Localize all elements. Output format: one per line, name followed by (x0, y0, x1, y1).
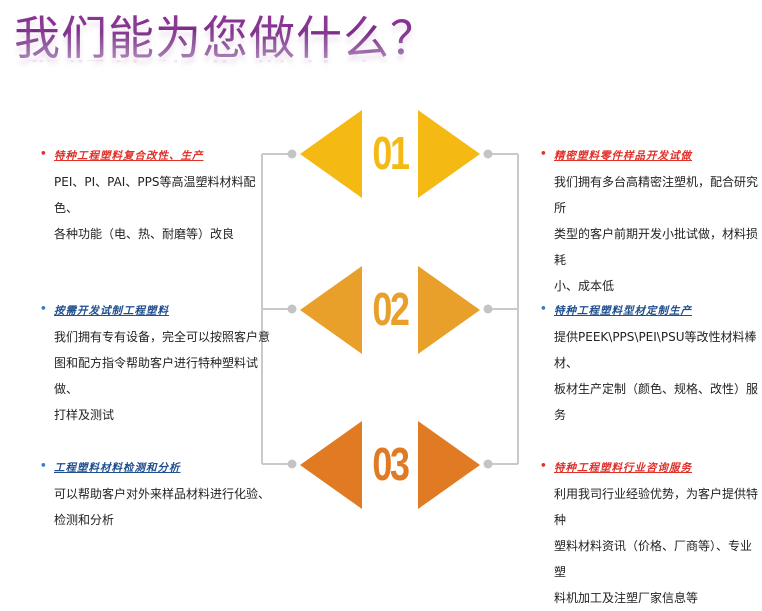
left-item-3-heading: •工程塑料材料检测和分析 (40, 460, 181, 474)
bullet-icon: • (540, 460, 548, 472)
text-line: 塑料材料资讯（价格、厂商等）、专业塑 (554, 539, 753, 579)
left-item-2-heading: •按需开发试制工程塑料 (40, 303, 169, 317)
left-item-1: •特种工程塑料复合改性、生产 PEI、PI、PAI、PPS等高温塑料材料配色、 … (40, 148, 270, 247)
connector-dot (483, 304, 493, 314)
left-item-1-heading: •特种工程塑料复合改性、生产 (40, 148, 204, 162)
left-item-2: •按需开发试制工程塑料 我们拥有专有设备，完全可以按照客户意 图和配方指令帮助客… (40, 303, 270, 428)
text-line: 提供PEEK\PPS\PEI\PSU等改性材料棒材、 (554, 330, 757, 370)
connector-dot (287, 149, 297, 159)
right-item-1: •精密塑料零件样品开发试做 我们拥有多台高精密注塑机，配合研究所 类型的客户前期… (540, 148, 762, 299)
text-line: 打样及测试 (54, 408, 115, 422)
bullet-icon: • (40, 303, 48, 315)
diamond-number-03: 03 (372, 438, 410, 490)
diamond-number-01: 01 (372, 127, 410, 179)
right-item-2: •特种工程塑料型材定制生产 提供PEEK\PPS\PEI\PSU等改性材料棒材、… (540, 303, 762, 428)
text-line: 我们拥有多台高精密注塑机，配合研究所 (554, 175, 759, 215)
text-line: 我们拥有专有设备，完全可以按照客户意 (54, 330, 271, 344)
left-item-2-body: 我们拥有专有设备，完全可以按照客户意 图和配方指令帮助客户进行特种塑料试做、 打… (40, 324, 270, 428)
bullet-icon: • (40, 460, 48, 472)
text-line: 图和配方指令帮助客户进行特种塑料试做、 (54, 356, 259, 396)
left-item-1-body: PEI、PI、PAI、PPS等高温塑料材料配色、 各种功能（电、热、耐磨等）改良 (40, 169, 270, 247)
connector-dot (287, 459, 297, 469)
left-item-3: •工程塑料材料检测和分析 可以帮助客户对外来样品材料进行化验、 检测和分析 (40, 460, 270, 533)
text-line: 可以帮助客户对外来样品材料进行化验、 (54, 487, 271, 501)
right-item-2-heading: •特种工程塑料型材定制生产 (540, 303, 692, 317)
right-item-1-body: 我们拥有多台高精密注塑机，配合研究所 类型的客户前期开发小批试做，材料损耗 小、… (540, 169, 762, 299)
connector-dot (483, 149, 493, 159)
text-line: 料机加工及注塑厂家信息等 (554, 591, 699, 605)
text-line: 检测和分析 (54, 513, 115, 527)
connector-dot (287, 304, 297, 314)
text-line: 利用我司行业经验优势，为客户提供特种 (554, 487, 759, 527)
diamond-number-02: 02 (372, 283, 410, 335)
right-item-1-heading: •精密塑料零件样品开发试做 (540, 148, 692, 162)
diamond-01 (300, 110, 480, 198)
right-item-3-heading: •特种工程塑料行业咨询服务 (540, 460, 692, 474)
connector-lines (261, 149, 519, 469)
diamond-03 (300, 421, 480, 509)
right-item-3: •特种工程塑料行业咨询服务 利用我司行业经验优势，为客户提供特种 塑料材料资讯（… (540, 460, 762, 611)
connector-dot (483, 459, 493, 469)
left-item-3-body: 可以帮助客户对外来样品材料进行化验、 检测和分析 (40, 481, 270, 533)
right-item-2-body: 提供PEEK\PPS\PEI\PSU等改性材料棒材、 板材生产定制（颜色、规格、… (540, 324, 762, 428)
text-line: 类型的客户前期开发小批试做，材料损耗 (554, 227, 759, 267)
bullet-icon: • (540, 148, 548, 160)
right-item-3-body: 利用我司行业经验优势，为客户提供特种 塑料材料资讯（价格、厂商等）、专业塑 料机… (540, 481, 762, 611)
page-title: 我们能为您做什么？ (14, 2, 437, 68)
bullet-icon: • (540, 303, 548, 315)
text-line: 板材生产定制（颜色、规格、改性）服务 (554, 382, 759, 422)
text-line: 各种功能（电、热、耐磨等）改良 (54, 227, 235, 241)
text-line: 小、成本低 (554, 279, 615, 293)
bullet-icon: • (40, 148, 48, 160)
diamond-02 (300, 266, 480, 354)
text-line: PEI、PI、PAI、PPS等高温塑料材料配色、 (54, 175, 256, 215)
